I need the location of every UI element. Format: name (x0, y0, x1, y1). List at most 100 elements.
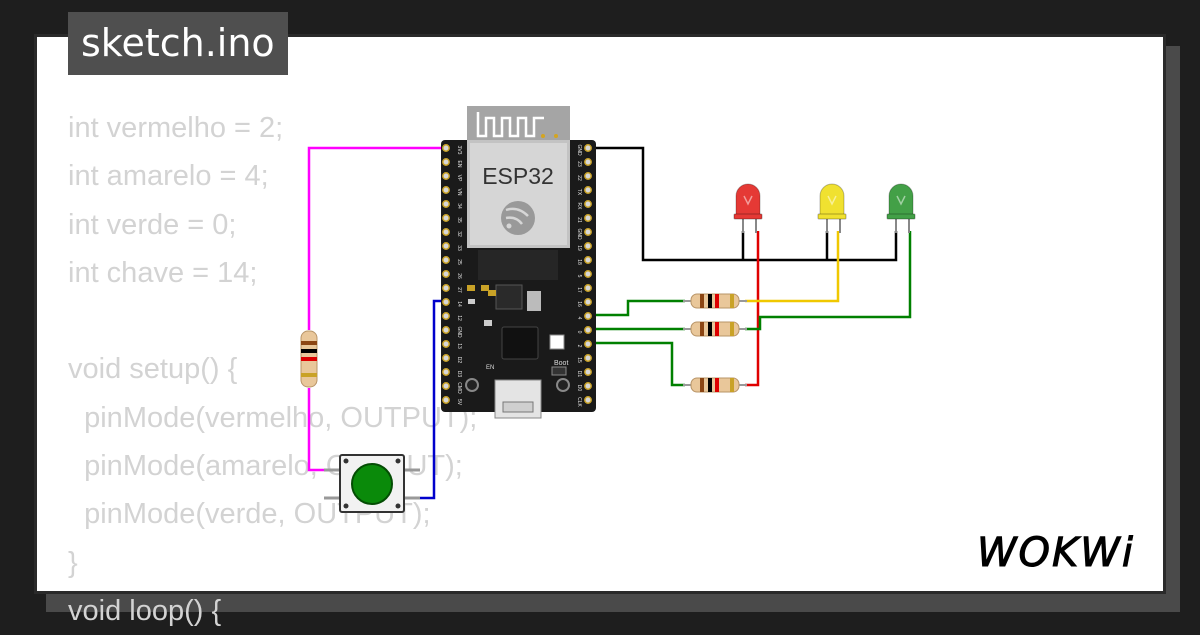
pin-right[interactable] (584, 340, 592, 348)
pin-label: 13 (456, 343, 462, 349)
pin-label: D3 (456, 371, 462, 378)
pin-left[interactable] (442, 368, 450, 376)
pin-label: 26 (456, 273, 462, 279)
pin-right[interactable] (584, 368, 592, 376)
pin-left[interactable] (442, 382, 450, 390)
pin-left[interactable] (442, 312, 450, 320)
pin-left[interactable] (442, 270, 450, 278)
pin-right[interactable] (584, 256, 592, 264)
resistor[interactable] (683, 321, 747, 337)
led-red[interactable] (733, 183, 763, 233)
button-wire-magenta[interactable] (307, 388, 340, 472)
signal-wire-gpio2[interactable] (588, 341, 685, 387)
pin-label: GND (576, 228, 582, 240)
pin-left[interactable] (442, 242, 450, 250)
ground-wire[interactable] (588, 146, 898, 262)
pin-label: 34 (456, 203, 462, 209)
button-wire-blue[interactable] (405, 299, 446, 500)
pin-left[interactable] (442, 186, 450, 194)
pin-right[interactable] (584, 214, 592, 222)
pin-right[interactable] (584, 200, 592, 208)
pin-left[interactable] (442, 326, 450, 334)
pin-label: EN (456, 161, 462, 168)
pin-label: 0 (576, 331, 582, 334)
pin-left[interactable] (442, 256, 450, 264)
led-group (733, 183, 916, 233)
board-label: ESP32 (482, 163, 554, 189)
pin-label: 35 (456, 217, 462, 223)
resistor[interactable] (683, 293, 747, 309)
pin-label: 33 (456, 245, 462, 251)
pin-label: 16 (576, 301, 582, 307)
en-button-label: EN (486, 365, 494, 371)
pin-right[interactable] (584, 284, 592, 292)
pin-label: GND (456, 326, 462, 338)
code-line: int chave = 14; (68, 256, 258, 289)
led-green[interactable] (886, 183, 916, 233)
pin-label: 18 (576, 259, 582, 265)
sketch-file-tab[interactable]: sketch.ino (68, 12, 288, 75)
pin-left[interactable] (442, 354, 450, 362)
pin-label: D0 (576, 385, 582, 392)
pin-right[interactable] (584, 242, 592, 250)
pin-right[interactable] (584, 298, 592, 306)
code-line: void loop() { (68, 594, 222, 627)
pin-label: D2 (456, 357, 462, 364)
pin-label: 3V3 (456, 146, 462, 155)
pin-right[interactable] (584, 396, 592, 404)
pin-left[interactable] (442, 284, 450, 292)
pin-label: GND (576, 144, 582, 156)
pin-label: 2 (576, 345, 582, 348)
resistor[interactable] (300, 330, 318, 388)
pin-right[interactable] (584, 354, 592, 362)
pin-left[interactable] (442, 144, 450, 152)
red-led-wire[interactable] (745, 231, 760, 387)
pin-label: 17 (576, 287, 582, 293)
pin-left[interactable] (442, 214, 450, 222)
pin-left[interactable] (442, 158, 450, 166)
wokwi-logo-text: WOKWi (977, 530, 1135, 576)
espressif-logo-icon (501, 201, 535, 235)
boot-button-label: Boot (554, 360, 568, 367)
pin-right[interactable] (584, 326, 592, 334)
pin-right[interactable] (584, 186, 592, 194)
yellow-led-wire[interactable] (745, 231, 840, 303)
code-line: int vermelho = 2; (68, 112, 284, 144)
pin-left[interactable] (442, 298, 450, 306)
code-background: int vermelho = 2; int amarelo = 4; int ver… (68, 104, 477, 635)
led-yellow[interactable] (817, 183, 847, 233)
pin-right[interactable] (584, 312, 592, 320)
pin-right[interactable] (584, 158, 592, 166)
pin-right[interactable] (584, 172, 592, 180)
pin-label: 25 (456, 259, 462, 265)
pin-label: TX (576, 189, 582, 196)
signal-wire-gpio4[interactable] (588, 299, 685, 317)
code-line: pinMode(vermelho, OUTPUT); (68, 401, 478, 434)
pin-label: 23 (576, 161, 582, 167)
pin-label: 19 (576, 245, 582, 251)
code-line: int amarelo = 4; (68, 160, 269, 193)
pin-label: 21 (576, 217, 582, 223)
code-line: int verde = 0; (68, 208, 237, 241)
pin-left[interactable] (442, 228, 450, 236)
pin-left[interactable] (442, 340, 450, 348)
pin-label: 14 (456, 301, 462, 307)
resistor[interactable] (683, 377, 747, 393)
pull-resistor-wire[interactable] (307, 146, 446, 330)
pin-label: 5V (456, 399, 462, 406)
pin-label: RX (576, 203, 582, 211)
pin-right[interactable] (584, 382, 592, 390)
pushbutton-cap[interactable] (351, 463, 393, 505)
esp32-board[interactable]: ESP32 EN Boot (441, 106, 596, 419)
pin-left[interactable] (442, 172, 450, 180)
pin-right[interactable] (584, 144, 592, 152)
pin-left[interactable] (442, 396, 450, 404)
pin-right[interactable] (584, 270, 592, 278)
pushbutton[interactable] (324, 454, 420, 513)
pin-label: 5 (576, 275, 582, 278)
pin-left[interactable] (442, 200, 450, 208)
pin-right[interactable] (584, 228, 592, 236)
green-led-wire[interactable] (745, 231, 912, 331)
pin-label: VP (456, 175, 462, 182)
